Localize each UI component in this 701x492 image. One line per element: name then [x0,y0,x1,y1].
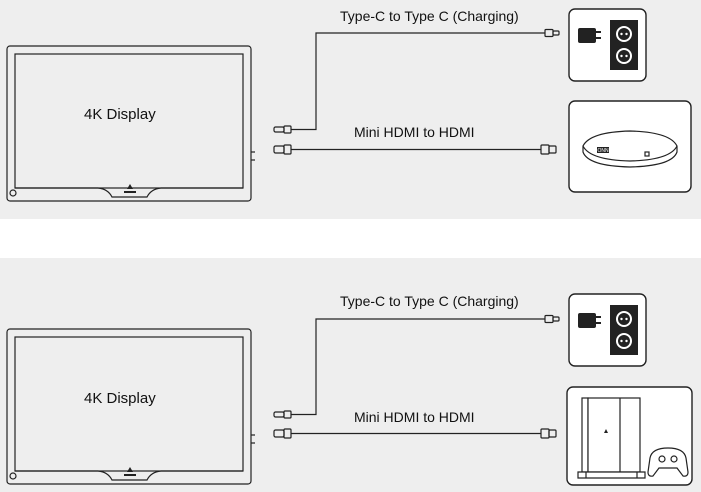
connection-diagram: ONN [6,8,692,202]
power-outlet-card [568,293,647,367]
brand-logo-icon [124,184,136,193]
device-badge [597,147,609,153]
monitor-icon [6,328,255,485]
setup-panel-streaming: ONN 4K Display Type-C to Type C (Chargin… [0,0,701,219]
display-label: 4K Display [84,106,156,123]
setup-panel-console: 4K Display Type-C to Type C (Charging) M… [0,258,701,492]
type-c-cable [273,314,560,419]
monitor-icon [6,45,255,202]
device-badge-text: ONN [597,148,609,154]
source-device-card: ONN [568,100,692,193]
power-outlet-card [568,8,647,82]
type-c-cable-label: Type-C to Type C (Charging) [340,293,519,309]
game-console-icon [577,397,689,479]
hdmi-cable [273,144,557,155]
brand-logo-icon [124,467,136,476]
type-c-cable [273,28,560,134]
wall-outlet-icon [610,305,638,355]
connection-diagram [6,293,693,486]
wall-outlet-icon [610,20,638,70]
source-device-card [566,386,693,486]
wall-charger-icon [578,313,601,328]
wall-charger-icon [578,28,601,43]
hdmi-cable [273,428,557,439]
type-c-cable-label: Type-C to Type C (Charging) [340,8,519,24]
hdmi-cable-label: Mini HDMI to HDMI [354,124,475,140]
streaming-box-icon [582,130,678,168]
hdmi-cable-label: Mini HDMI to HDMI [354,409,475,425]
display-label: 4K Display [84,390,156,407]
